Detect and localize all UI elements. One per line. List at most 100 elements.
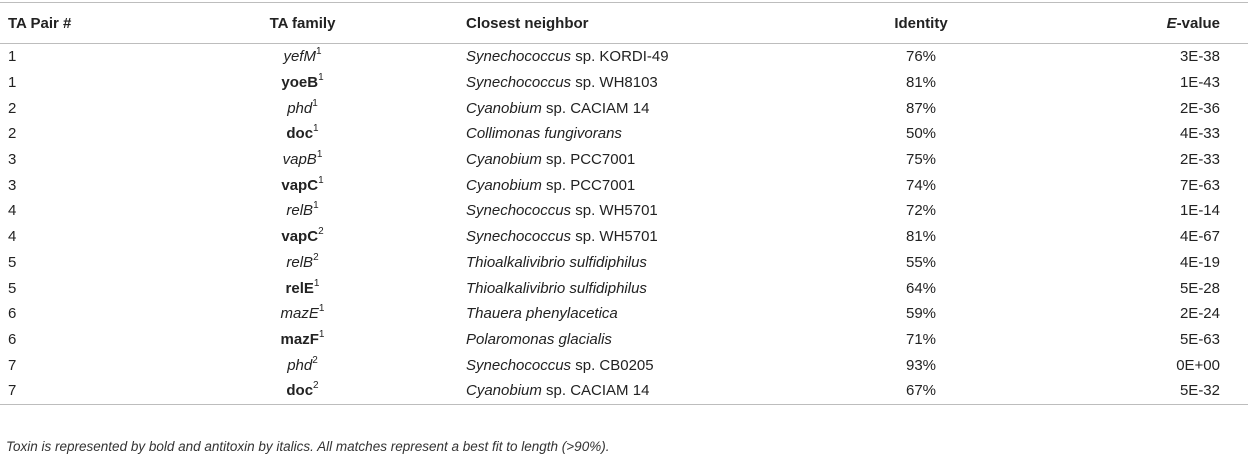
cell-closest-neighbor: Collimonas fungivorans <box>454 121 796 147</box>
species-name: Thauera phenylacetica <box>466 305 618 323</box>
antitoxin-name: relB <box>286 202 314 220</box>
cell-ta-family: phd2 <box>151 352 454 378</box>
cell-closest-neighbor: Synechococcus sp. CB0205 <box>454 352 796 378</box>
cell-closest-neighbor: Cyanobium sp. PCC7001 <box>454 172 796 198</box>
cell-identity: 76% <box>905 48 937 66</box>
strain-designation: sp. WH5701 <box>571 228 658 246</box>
species-name: Cyanobium <box>466 382 542 400</box>
cell-closest-neighbor: Synechococcus sp. WH5701 <box>454 224 796 250</box>
cell-identity: 59% <box>905 305 937 323</box>
family-superscript: 1 <box>313 277 320 289</box>
species-name: Thioalkalivibrio sulfidiphilus <box>466 253 647 271</box>
cell-ta-pair: 2 <box>8 125 17 143</box>
cell-ta-family: vapB1 <box>151 147 454 173</box>
cell-ta-family: vapC1 <box>151 172 454 198</box>
cell-ta-pair: 1 <box>8 48 17 66</box>
ta-pairs-table: TA Pair # TA family Closest neighbor Ide… <box>0 2 1248 405</box>
table-figure: TA Pair # TA family Closest neighbor Ide… <box>0 2 1248 454</box>
cell-evalue: 2E-33 <box>1179 151 1220 169</box>
family-superscript: 1 <box>318 303 325 315</box>
cell-closest-neighbor: Synechococcus sp. KORDI-49 <box>454 44 796 70</box>
cell-evalue: 1E-43 <box>1179 74 1220 92</box>
cell-evalue: 4E-33 <box>1179 125 1220 143</box>
species-name: Synechococcus <box>466 202 572 220</box>
strain-designation: sp. CACIAM 14 <box>541 99 650 117</box>
toxin-name: vapC <box>281 176 319 194</box>
antitoxin-name: relB <box>286 253 314 271</box>
family-superscript: 1 <box>313 200 319 212</box>
header-row: TA Pair # TA family Closest neighbor Ide… <box>0 2 1248 44</box>
cell-evalue: 7E-63 <box>1179 176 1220 194</box>
strain-designation: sp. WH8103 <box>571 74 658 92</box>
cell-ta-pair: 3 <box>8 176 17 194</box>
cell-identity: 71% <box>905 330 937 348</box>
cell-ta-family: relB2 <box>151 250 454 276</box>
cell-identity: 75% <box>905 151 937 169</box>
species-name: Synechococcus <box>466 48 572 66</box>
family-superscript: 2 <box>312 354 318 366</box>
family-superscript: 1 <box>312 97 318 109</box>
cell-ta-family: yoeB1 <box>151 70 454 96</box>
cell-ta-family: doc2 <box>151 377 454 405</box>
cell-ta-family: vapC2 <box>151 224 454 250</box>
species-name: Synechococcus <box>466 74 572 92</box>
cell-identity: 81% <box>905 74 937 92</box>
family-superscript: 1 <box>316 149 323 161</box>
toxin-name: mazF <box>280 330 319 348</box>
cell-identity: 64% <box>905 279 937 297</box>
cell-evalue: 4E-67 <box>1179 228 1220 246</box>
toxin-name: yoeB <box>281 74 319 92</box>
cell-evalue: 3E-38 <box>1179 48 1220 66</box>
cell-closest-neighbor: Cyanobium sp. CACIAM 14 <box>454 377 796 405</box>
toxin-name: doc <box>286 382 314 400</box>
cell-identity: 87% <box>905 99 937 117</box>
family-superscript: 1 <box>315 46 322 58</box>
species-name: Synechococcus <box>466 228 572 246</box>
antitoxin-name: mazE <box>280 305 319 323</box>
toxin-name: vapC <box>281 228 319 246</box>
antitoxin-name: vapB <box>282 151 317 169</box>
cell-ta-pair: 6 <box>8 305 17 323</box>
strain-designation: sp. WH5701 <box>571 202 658 220</box>
toxin-name: relE <box>285 279 314 297</box>
strain-designation: sp. CACIAM 14 <box>541 382 650 400</box>
family-superscript: 1 <box>318 328 325 340</box>
cell-ta-pair: 4 <box>8 228 17 246</box>
cell-evalue: 1E-14 <box>1179 202 1220 220</box>
cell-identity: 81% <box>905 228 937 246</box>
cell-identity: 67% <box>796 377 1046 405</box>
family-superscript: 1 <box>318 72 324 84</box>
species-name: Cyanobium <box>466 151 542 169</box>
cell-ta-family: yefM1 <box>151 44 454 70</box>
cell-identity: 50% <box>905 125 937 143</box>
cell-ta-pair: 2 <box>8 99 17 117</box>
cell-ta-pair: 7 <box>0 377 151 405</box>
cell-evalue: 4E-19 <box>1179 253 1220 271</box>
cell-closest-neighbor: Synechococcus sp. WH5701 <box>454 198 796 224</box>
table-footnote: Toxin is represented by bold and antitox… <box>6 439 610 454</box>
species-name: Cyanobium <box>466 176 542 194</box>
cell-identity: 72% <box>905 202 937 220</box>
strain-designation: sp. PCC7001 <box>541 151 636 169</box>
cell-ta-pair: 5 <box>8 253 17 271</box>
species-name: Thioalkalivibrio sulfidiphilus <box>466 279 647 297</box>
header-evalue-e: E <box>1166 14 1177 32</box>
cell-closest-neighbor: Thioalkalivibrio sulfidiphilus <box>454 275 796 301</box>
cell-closest-neighbor: Synechococcus sp. WH8103 <box>454 70 796 96</box>
header-ta-pair: TA Pair # <box>0 2 151 44</box>
cell-evalue: 5E-28 <box>1179 279 1220 297</box>
cell-ta-family: relE1 <box>151 275 454 301</box>
cell-ta-pair: 6 <box>8 330 17 348</box>
antitoxin-name: phd <box>287 99 313 117</box>
